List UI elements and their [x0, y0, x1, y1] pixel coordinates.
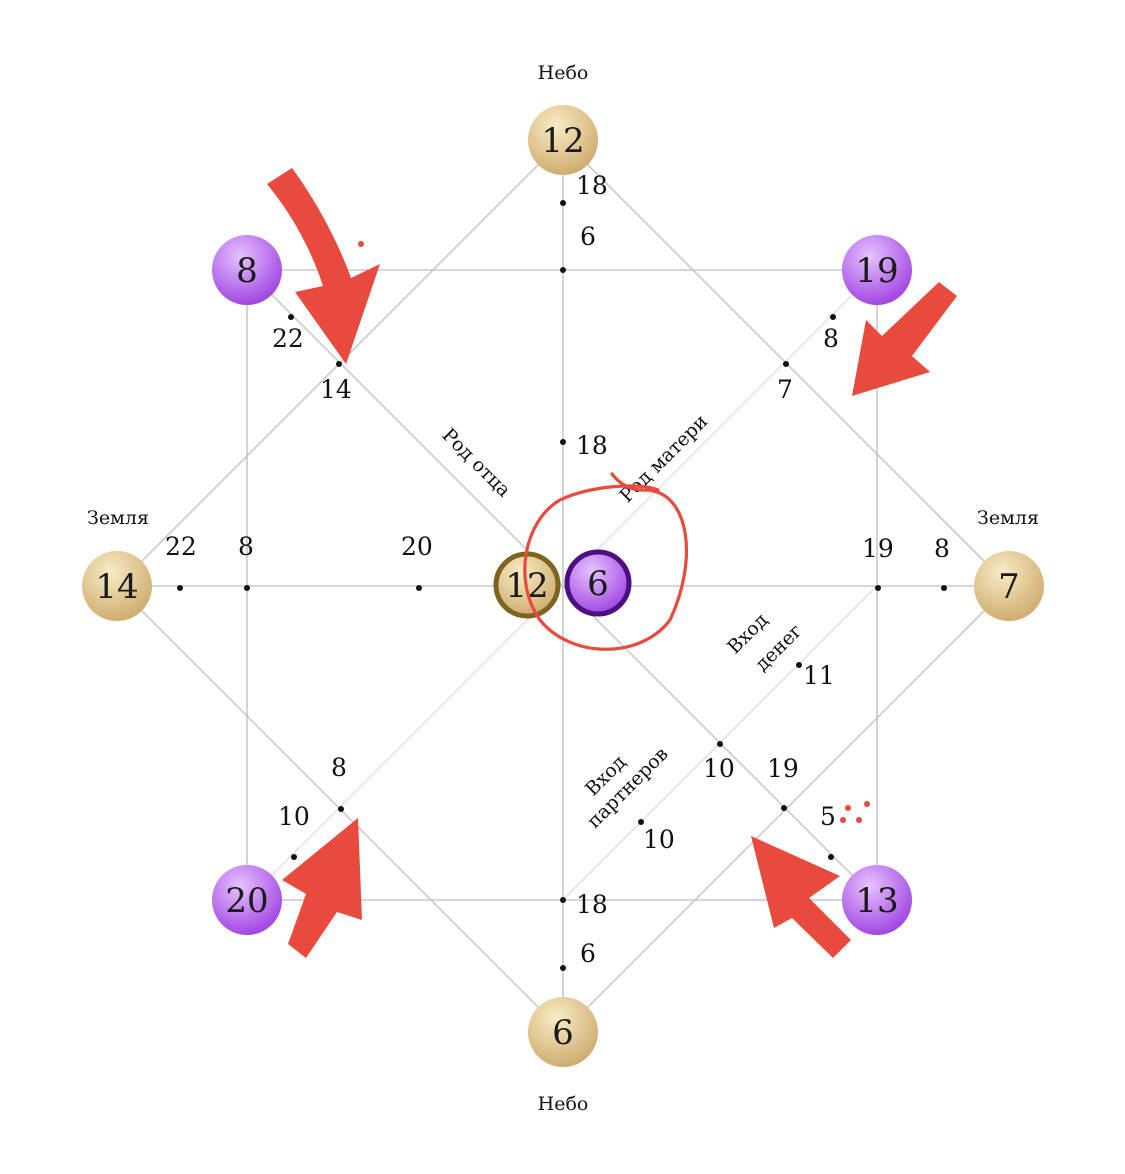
- caption-bottom: Небо: [538, 1093, 589, 1115]
- dot: [560, 267, 566, 273]
- dot: [288, 314, 294, 320]
- dot: [336, 361, 342, 367]
- value-label: 5: [820, 802, 836, 831]
- caption-right: Земля: [977, 507, 1039, 529]
- dot: [416, 585, 422, 591]
- dot: [941, 585, 947, 591]
- purple-node-circle: [842, 235, 912, 305]
- dot: [244, 585, 250, 591]
- center-purple-node-circle: [564, 549, 632, 617]
- caption-mother-line: Род матери: [615, 410, 712, 507]
- value-label: 8: [238, 532, 254, 561]
- dot: [830, 314, 836, 320]
- dot: [875, 585, 881, 591]
- arrow-icon: [282, 818, 362, 958]
- dot: [560, 439, 566, 445]
- node-left: 14: [82, 551, 152, 621]
- node-top-left: 8: [212, 235, 282, 305]
- value-label: 18: [576, 431, 608, 460]
- caption-top: Небо: [538, 62, 589, 84]
- caption-father-line: Род отца: [438, 424, 515, 501]
- value-label: 11: [803, 661, 835, 690]
- node-value: 7: [998, 567, 1020, 607]
- gold-node-circle: [528, 105, 598, 175]
- node-value: 20: [225, 881, 268, 921]
- value-label: 22: [272, 324, 304, 353]
- node-value: 19: [855, 251, 898, 291]
- annotation-dot: [840, 817, 846, 823]
- dot: [560, 897, 566, 903]
- value-label: 6: [580, 939, 596, 968]
- purple-node-circle: [212, 235, 282, 305]
- node-top-right: 19: [842, 235, 912, 305]
- gold-node-circle: [528, 997, 598, 1067]
- node-value: 14: [95, 567, 138, 607]
- node-bottom-left: 20: [212, 865, 282, 935]
- point-markers: [177, 200, 947, 971]
- dot: [638, 819, 644, 825]
- value-label: 19: [862, 534, 894, 563]
- dot: [560, 200, 566, 206]
- dot: [177, 585, 183, 591]
- mother-diagonal: [246, 269, 878, 901]
- value-label: 6: [580, 222, 596, 251]
- purple-node-circle: [842, 865, 912, 935]
- dot: [291, 854, 297, 860]
- hand-drawn-circle: [523, 472, 688, 651]
- node-right: 7: [974, 551, 1044, 621]
- node-value: 8: [236, 251, 258, 291]
- annotation-dot: [864, 801, 870, 807]
- value-label: 20: [401, 532, 433, 561]
- node-center-right: 6: [564, 549, 632, 617]
- value-label: 10: [703, 754, 735, 783]
- caption-left: Земля: [87, 507, 149, 529]
- value-label: 8: [823, 324, 839, 353]
- value-label: 22: [165, 532, 197, 561]
- dot: [781, 805, 787, 811]
- gold-node-circle: [82, 551, 152, 621]
- dot: [338, 806, 344, 812]
- dot: [560, 965, 566, 971]
- value-label: 18: [576, 890, 608, 919]
- node-top: 12: [528, 105, 598, 175]
- annotations: [267, 168, 957, 958]
- purple-node-circle: [212, 865, 282, 935]
- node-bottom-right: 13: [842, 865, 912, 935]
- arrow-icon: [267, 168, 380, 364]
- arrow-icon: [852, 282, 957, 396]
- dot: [717, 741, 723, 747]
- value-label: 18: [576, 171, 608, 200]
- gold-node-circle: [974, 551, 1044, 621]
- node-bottom: 6: [528, 997, 598, 1067]
- node-value: 6: [552, 1013, 574, 1053]
- dot: [828, 854, 834, 860]
- point-values: 18 6 18 22 14 8 7 22 8 20 19 8 11 10 19 …: [165, 171, 950, 968]
- value-label: 10: [278, 802, 310, 831]
- dot: [783, 361, 789, 367]
- value-label: 10: [643, 825, 675, 854]
- arrow-icon: [751, 836, 851, 958]
- dot: [796, 662, 802, 668]
- value-label: 7: [777, 375, 793, 404]
- node-value: 6: [587, 564, 609, 604]
- annotation-dot: [358, 241, 364, 247]
- annotation-dot: [856, 817, 862, 823]
- value-label: 14: [320, 375, 352, 404]
- value-label: 19: [767, 754, 799, 783]
- node-value: 12: [541, 121, 584, 161]
- annotation-dot: [845, 805, 851, 811]
- value-label: 8: [331, 753, 347, 782]
- value-label: 8: [934, 534, 950, 563]
- node-value: 13: [855, 881, 898, 921]
